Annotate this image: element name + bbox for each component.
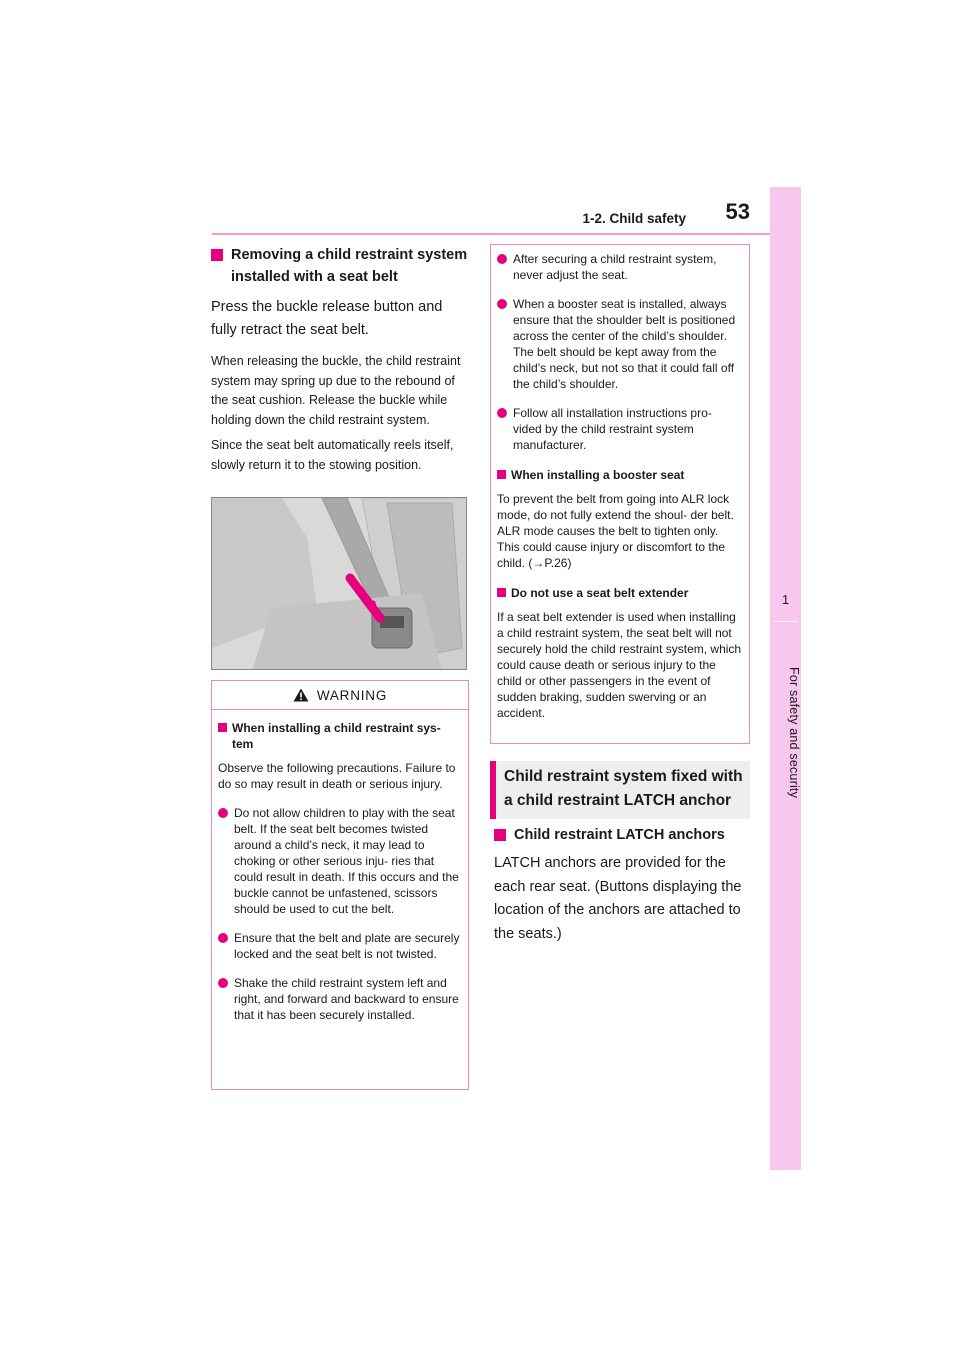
extender-text: If a seat belt extender is used when ins… [497, 610, 742, 720]
chapter-number: 1 [781, 592, 790, 607]
warning-bullet-text: Do not allow children to play with the s… [234, 806, 459, 916]
left-column: Removing a child restraint system instal… [211, 244, 471, 475]
removal-note-1: When releasing the buckle, the child res… [211, 354, 461, 427]
warning-header: WARNING [212, 681, 468, 710]
seat-belt-drawing [212, 498, 466, 669]
square-bullet-icon [218, 723, 227, 732]
warning-bullet: Ensure that the belt and plate are secur… [218, 930, 462, 962]
warning-bullet-text: Ensure that the belt and plate are secur… [234, 931, 460, 961]
latch-text: LATCH anchors are provided for the each … [494, 855, 742, 942]
warning-triangle-icon [293, 688, 309, 702]
warning-bullet-text: After securing a child restraint system,… [513, 252, 717, 282]
warning-intro: Observe the following precautions. Failu… [218, 761, 456, 791]
warning-continued-box: After securing a child restraint system,… [490, 244, 750, 744]
page-number: 53 [725, 199, 750, 224]
extender-heading-text: Do not use a seat belt extender [511, 586, 689, 600]
warning-subheading: When installing a child restraint sys- t… [218, 720, 462, 752]
circle-bullet-icon [497, 299, 507, 309]
warning-bullet-text: When a booster seat is installed, always… [513, 297, 736, 391]
warning-bullet: Follow all installation instructions pro… [497, 405, 743, 453]
chapter-side-tab: 1 For safety and security [770, 187, 801, 1170]
warning-bullet: When a booster seat is installed, always… [497, 296, 743, 392]
tab-divider [774, 621, 797, 622]
warning-bullet: Do not allow children to play with the s… [218, 805, 462, 917]
removal-heading: Removing a child restraint system instal… [211, 244, 471, 288]
circle-bullet-icon [218, 978, 228, 988]
extender-heading: Do not use a seat belt extender [497, 585, 743, 601]
square-bullet-icon [497, 470, 506, 479]
seat-belt-buckle-illustration [211, 497, 467, 670]
removal-heading-text: Removing a child restraint system instal… [231, 247, 468, 285]
chapter-label: For safety and security [787, 667, 801, 799]
warning-label: WARNING [316, 687, 388, 703]
warning-bullet: Shake the child restraint system left an… [218, 975, 462, 1023]
header-rule [212, 233, 770, 235]
booster-heading-text: When installing a booster seat [511, 468, 685, 482]
latch-section: Child restraint LATCH anchors LATCH anch… [494, 824, 750, 946]
square-bullet-icon [497, 588, 506, 597]
circle-bullet-icon [218, 808, 228, 818]
square-bullet-icon [211, 249, 223, 261]
latch-section-heading: Child restraint system fixed with a chil… [490, 761, 750, 819]
latch-subheading: Child restraint LATCH anchors [494, 824, 750, 846]
latch-subheading-text: Child restraint LATCH anchors [514, 827, 725, 843]
removal-instruction: Press the buckle release button and full… [211, 299, 443, 338]
section-title: 1-2. Child safety [582, 211, 686, 226]
booster-text: To prevent the belt from going into ALR … [497, 492, 734, 570]
circle-bullet-icon [497, 254, 507, 264]
warning-bullet-text: Shake the child restraint system left an… [234, 976, 459, 1022]
circle-bullet-icon [218, 933, 228, 943]
removal-note-2: Since the seat belt automatically reels … [211, 438, 454, 472]
warning-bullet-text: Follow all installation instructions pro… [513, 406, 712, 452]
warning-box: WARNING When installing a child restrain… [211, 680, 469, 1090]
circle-bullet-icon [497, 408, 507, 418]
booster-heading: When installing a booster seat [497, 467, 743, 483]
square-bullet-icon [494, 829, 506, 841]
warning-subheading-text: When installing a child restraint sys- t… [232, 721, 441, 751]
warning-bullet: After securing a child restraint system,… [497, 251, 743, 283]
